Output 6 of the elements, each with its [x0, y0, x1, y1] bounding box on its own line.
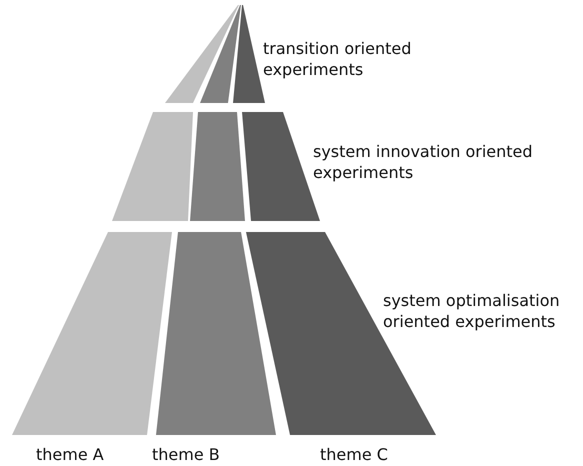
level-label: system optimalisation oriented experiments — [383, 290, 561, 332]
level-label: system innovation oriented experiments — [313, 141, 533, 183]
column-label: theme A — [36, 444, 104, 465]
column-label: theme C — [320, 444, 388, 465]
level-label: transition oriented experiments — [263, 38, 412, 80]
column-label: theme B — [152, 444, 220, 465]
